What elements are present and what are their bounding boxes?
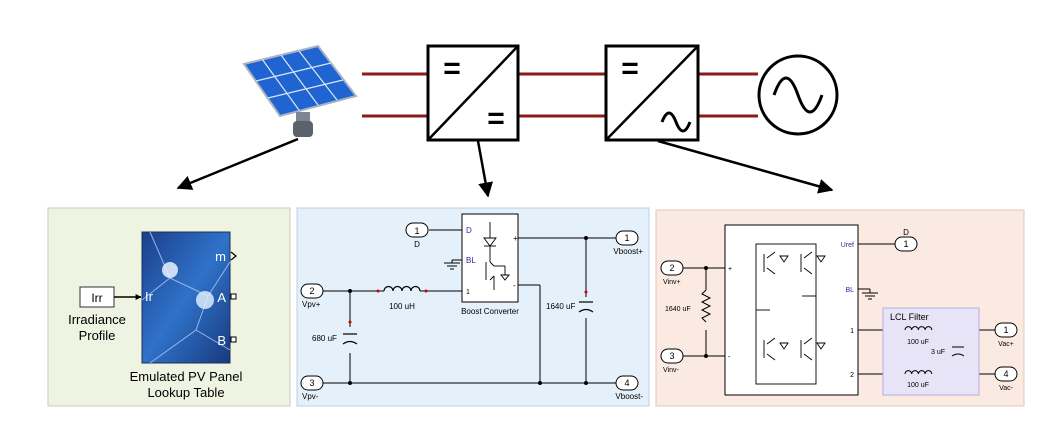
inverter-d-port-number: 1 [903,239,908,249]
vinv-minus-port-number: 3 [669,351,674,361]
vboost-minus-port[interactable] [615,375,639,391]
dc-dc-bottom-symbol: = [487,102,505,135]
boost-input-capacitor-icon [342,320,358,345]
boost-block-port-minus: - [513,281,516,290]
inverter-bridge-block[interactable]: Uref BL + - 1 2 [724,224,859,396]
irradiance-input-label: Irr [91,291,102,305]
vac-minus-port-number: 4 [1003,369,1008,379]
output-b-port [230,336,237,343]
pv-block-caption-line2: Lookup Table [147,385,224,400]
lcl-filter-box[interactable]: LCL Filter 100 uF 100 uF 3 uF [882,307,980,396]
vboost-plus-port[interactable] [615,230,639,246]
ac-grid-icon [757,54,839,136]
vpv-minus-port-number: 3 [309,378,314,388]
pv-panel-subsystem: Irr Irradiance Profile Ir m A B Emulated… [47,207,291,407]
dc-dc-converter-symbol: = = [426,44,520,142]
arrow-to-boost-panel [476,140,493,198]
inverter-block-port-uref: Uref [841,242,854,249]
dc-ac-inverter-symbol: = [604,44,700,142]
vpv-minus-port[interactable] [300,375,324,391]
vac-minus-port[interactable] [994,366,1018,382]
vboost-plus-port-number: 1 [624,233,629,243]
sine-wave-icon [660,111,692,133]
vac-plus-port-label: Vac+ [998,341,1014,348]
lcl-filter-title: LCL Filter [890,312,929,322]
vboost-minus-port-number: 4 [624,378,629,388]
pv-block-output-b: B [217,333,226,348]
dc-ac-top-symbol: = [621,52,639,85]
boost-inductor-label: 100 uH [389,302,415,311]
boost-output-capacitor-label: 1640 uF [546,302,575,311]
pv-block-output-m: m [215,249,226,264]
boost-block-port-d: D [466,226,472,235]
dc-link-capacitor-label: 1640 uF [665,306,691,313]
arrow-to-pv-panel [176,137,299,190]
inverter-block-port-2: 2 [850,372,854,379]
vac-plus-port-number: 1 [1003,325,1008,335]
vinv-plus-port-number: 2 [669,263,674,273]
top-power-chain: = = = [176,44,839,198]
arrow-to-inverter-panel [657,139,834,194]
inverter-d-port[interactable] [894,236,918,252]
boost-converter-label: Boost Converter [461,307,519,316]
pv-block-input-port: Ir [145,289,154,304]
inverter-d-port-label: D [903,228,909,237]
vac-minus-port-label: Vac- [999,385,1014,392]
dc-wires [362,72,758,118]
inverter-block-port-minus: - [728,354,731,361]
boost-converter-block[interactable]: D BL 1 + - [461,213,519,303]
inverter-ground-icon [862,292,878,300]
vpv-plus-port-number: 2 [309,286,314,296]
inverter-subsystem: 2 Vinv+ 3 Vinv- 1640 uF Uref [655,209,1025,407]
boost-block-port-bl: BL [466,256,476,265]
boost-ground-icon [444,260,460,270]
boost-block-port-1: 1 [466,289,470,296]
inverter-block-port-plus: + [728,266,732,273]
output-a-port [230,293,237,300]
irradiance-caption-line2: Profile [79,328,116,343]
pv-lookup-block[interactable]: Ir m A B [141,231,231,364]
vboost-minus-port-label: Vboost- [615,392,643,401]
inverter-block-port-bl: BL [845,287,854,294]
pv-block-caption-line1: Emulated PV Panel [130,369,243,384]
lcl-inductor-2-label: 100 uF [907,382,929,389]
boost-d-port-number: 1 [414,226,419,236]
boost-block-port-plus: + [513,234,518,243]
lcl-inductor-1-label: 100 uF [907,339,929,346]
lcl-inductor-2-icon [904,370,933,375]
dc-dc-top-symbol: = [443,52,461,85]
vinv-plus-port-label: Vinv+ [663,279,681,286]
solar-panel-icon [242,44,358,137]
vac-plus-port[interactable] [994,322,1018,338]
inverter-block-port-1: 1 [850,328,854,335]
vpv-plus-port[interactable] [300,283,324,299]
vpv-minus-port-label: Vpv- [302,392,319,401]
dc-link-capacitor-icon [700,289,712,323]
boost-d-port[interactable] [405,222,429,238]
boost-output-capacitor-icon [578,290,594,313]
vboost-plus-port-label: Vboost+ [613,247,643,256]
output-m-port [230,251,237,261]
vinv-minus-port-label: Vinv- [663,367,679,374]
irradiance-caption-line1: Irradiance [68,312,126,327]
vinv-plus-port[interactable] [660,260,684,276]
lcl-inductor-1-icon [904,326,933,331]
vinv-minus-port[interactable] [660,348,684,364]
pv-block-output-a: A [217,290,226,305]
boost-d-port-label: D [414,240,420,249]
lcl-capacitor-icon [951,346,965,357]
boost-converter-subsystem: 1 D 2 Vpv+ 3 Vpv- 100 uH 680 uF 164 [296,207,650,407]
boost-inductor-icon [376,285,428,293]
vpv-plus-port-label: Vpv+ [302,300,321,309]
lcl-capacitor-label: 3 uF [931,349,945,356]
boost-input-capacitor-label: 680 uF [312,334,337,343]
